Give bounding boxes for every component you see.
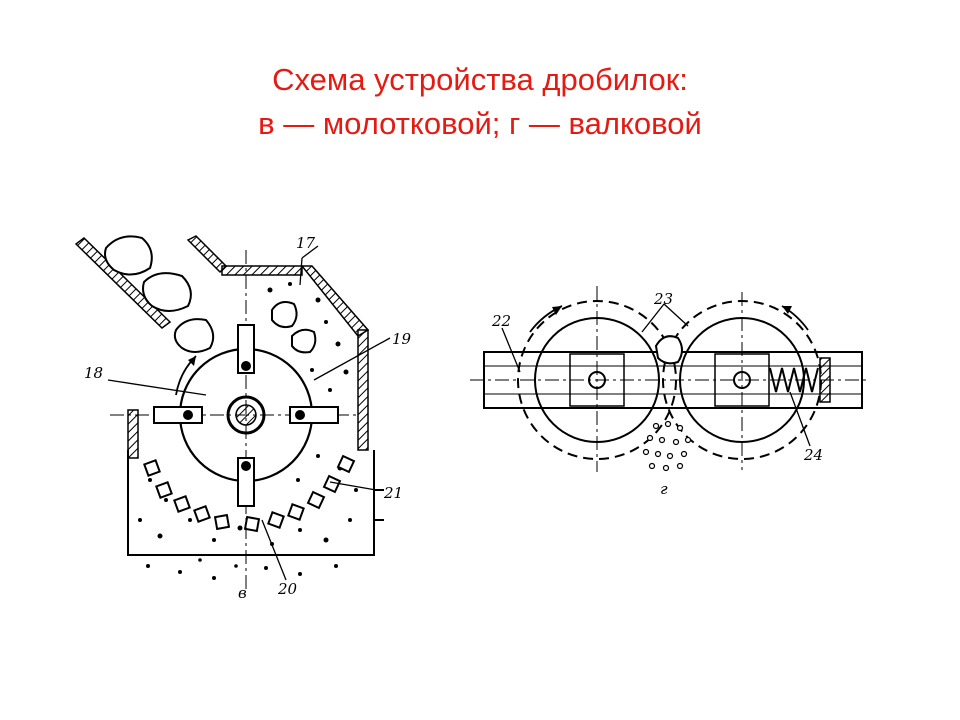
label-22: 22 — [491, 312, 511, 330]
crushed-product — [642, 420, 692, 472]
label-19: 19 — [392, 330, 412, 348]
slide-title: Схема устройства дробилок: в — молотково… — [0, 58, 960, 146]
title-line-2: в — молотковой; г — валковой — [258, 106, 702, 141]
label-21: 21 — [383, 484, 403, 502]
left-wall — [127, 409, 139, 459]
chute-right-wall — [186, 235, 228, 274]
caption-hammer: в — [238, 584, 247, 602]
caption-roll: г — [660, 480, 668, 498]
right-diagonal-wall — [300, 265, 370, 337]
label-20: 20 — [277, 580, 298, 598]
hammer-crusher — [74, 235, 391, 590]
title-line-1: Схема устройства дробилок: — [272, 62, 688, 97]
chute-left-wall — [74, 237, 172, 329]
spring — [769, 367, 819, 393]
label-17: 17 — [296, 234, 316, 252]
right-wall — [357, 329, 369, 451]
lower-casing — [127, 450, 375, 556]
hammers — [153, 324, 339, 507]
label-18: 18 — [84, 364, 103, 382]
label-23: 23 — [653, 290, 673, 308]
label-24: 24 — [803, 446, 823, 464]
grate-bars — [143, 454, 356, 533]
feed-rocks — [104, 235, 317, 354]
roll-crusher — [470, 286, 870, 472]
crushed-material — [138, 282, 358, 580]
top-plate — [221, 265, 303, 276]
